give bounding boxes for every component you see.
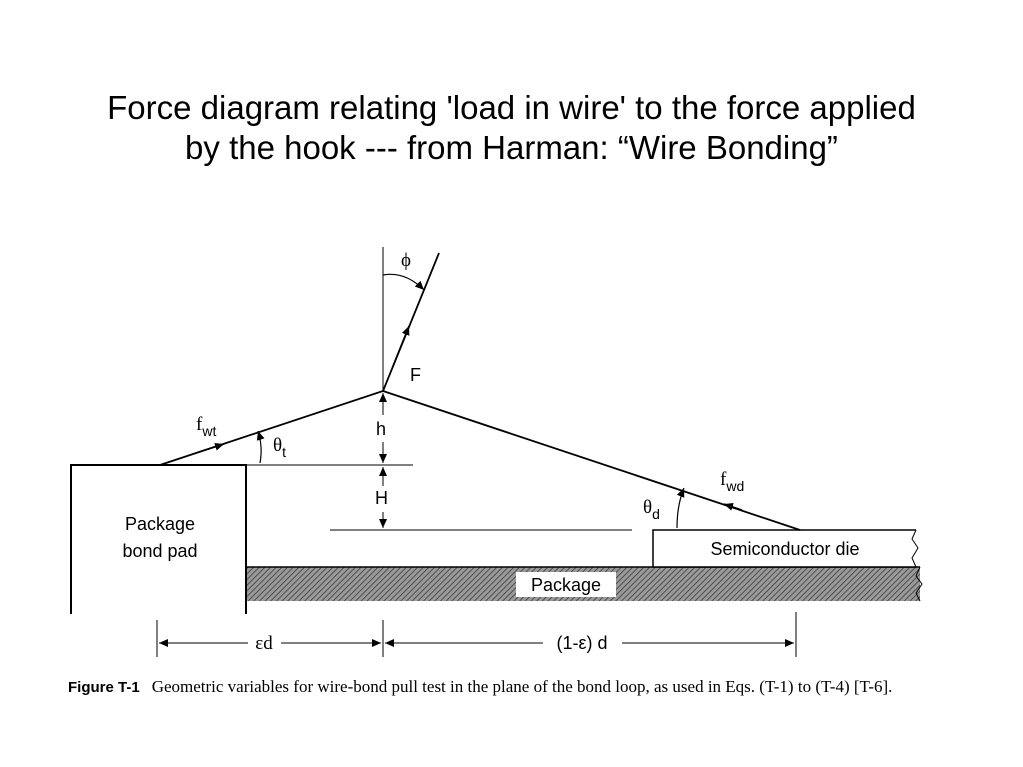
package-bond-pad	[70, 464, 247, 614]
figure-caption-text: Geometric variables for wire-bond pull t…	[151, 677, 893, 696]
package-label-box	[516, 572, 616, 597]
fwd-label-sub: wd	[725, 478, 744, 494]
theta-d-arc	[676, 487, 685, 529]
theta-t-label: θt	[273, 435, 286, 460]
theta-t-label-sub: t	[282, 444, 286, 460]
fwd-label-base: f	[720, 469, 727, 490]
figure-label: Figure T-1	[68, 679, 140, 696]
theta-t-label-base: θ	[273, 435, 282, 456]
theta-t-arc	[256, 430, 265, 464]
title-line-1: Force diagram relating 'load in wire' to…	[107, 89, 916, 126]
die-break-edge	[911, 529, 919, 568]
hook-force-line	[382, 252, 440, 392]
wire-left-segment	[159, 390, 384, 466]
phi-angle-arc	[382, 273, 425, 291]
h-label: h	[376, 419, 386, 439]
force-F-arrow	[392, 325, 410, 367]
theta-d-label: θd	[643, 497, 660, 522]
fwt-label: fwt	[196, 414, 216, 439]
fwd-arrow	[723, 503, 743, 511]
title-line-2: by the hook --- from Harman: “Wire Bondi…	[185, 129, 838, 166]
semiconductor-die-label: Semiconductor die	[710, 539, 859, 559]
figure-caption: Figure T-1 Geometric variables for wire-b…	[68, 676, 968, 698]
fwt-label-base: f	[196, 414, 203, 435]
slide-title: Force diagram relating 'load in wire' to…	[0, 88, 1023, 168]
package-bond-pad-label-2: bond pad	[122, 541, 197, 561]
H-label: H	[375, 488, 388, 508]
phi-label: ϕ	[401, 250, 411, 271]
semiconductor-die	[652, 529, 916, 568]
fwt-label-sub: wt	[201, 423, 216, 439]
eps-d-label: εd	[255, 633, 273, 654]
theta-d-label-base: θ	[643, 497, 652, 518]
package-label: Package	[531, 575, 601, 595]
one-minus-eps-d-label: (1-ε) d	[556, 633, 607, 653]
fwd-label: fwd	[720, 469, 744, 494]
fwt-arrow	[195, 442, 225, 454]
force-F-label: F	[410, 365, 421, 385]
theta-d-label-sub: d	[652, 506, 660, 522]
package-bond-pad-label-1: Package	[125, 514, 195, 534]
package-break-edge	[915, 566, 923, 602]
